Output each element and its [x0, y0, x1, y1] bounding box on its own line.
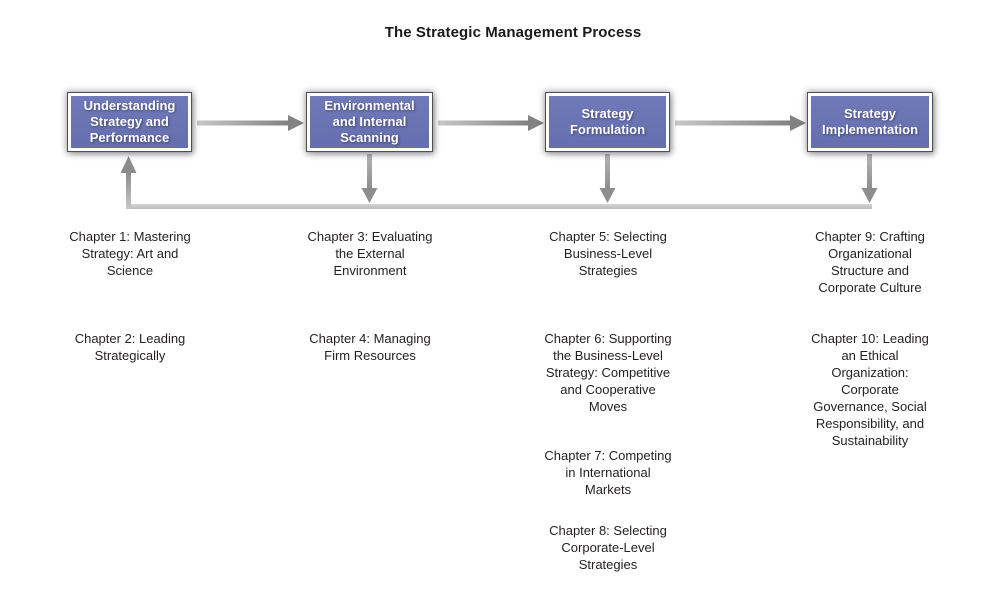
- process-box-label: Understanding Strategy and Performance: [83, 98, 176, 145]
- process-box-strategy-formulation: Strategy Formulation: [546, 93, 669, 151]
- process-box-label: Environmental and Internal Scanning: [324, 98, 415, 145]
- process-box-environmental-scanning: Environmental and Internal Scanning: [307, 93, 432, 151]
- chapter-item-8: Chapter 8: Selecting Corporate-Level Str…: [549, 523, 667, 572]
- feedback-line: [126, 172, 872, 209]
- down-arrow-icon: [361, 154, 378, 203]
- chapter-item-1: Chapter 1: Mastering Strategy: Art and S…: [69, 229, 191, 278]
- process-box-label: Strategy Implementation: [821, 106, 919, 137]
- right-arrow-icon: [675, 115, 806, 131]
- chapter-item-9: Chapter 9: Crafting Organizational Struc…: [815, 229, 925, 295]
- chapter-item-6: Chapter 6: Supporting the Business-Level…: [544, 331, 672, 414]
- right-arrow-icon: [197, 115, 304, 131]
- chapter-item-3: Chapter 3: Evaluating the External Envir…: [307, 229, 433, 278]
- chapter-item-4: Chapter 4: Managing Firm Resources: [309, 331, 431, 363]
- chapter-item-5: Chapter 5: Selecting Business-Level Stra…: [549, 229, 667, 278]
- up-arrow-icon: [120, 156, 137, 173]
- down-arrow-icon: [599, 154, 616, 203]
- right-arrow-icon: [438, 115, 544, 131]
- process-box-understanding-strategy: Understanding Strategy and Performance: [68, 93, 191, 151]
- down-arrow-icon: [861, 154, 878, 203]
- process-box-strategy-implementation: Strategy Implementation: [808, 93, 932, 151]
- chapter-item-7: Chapter 7: Competing in International Ma…: [544, 448, 672, 497]
- page-title: The Strategic Management Process: [384, 24, 642, 41]
- chapter-item-2: Chapter 2: Leading Strategically: [74, 331, 186, 363]
- process-box-label: Strategy Formulation: [569, 106, 646, 137]
- chapter-item-10: Chapter 10: Leading an Ethical Organizat…: [811, 331, 929, 448]
